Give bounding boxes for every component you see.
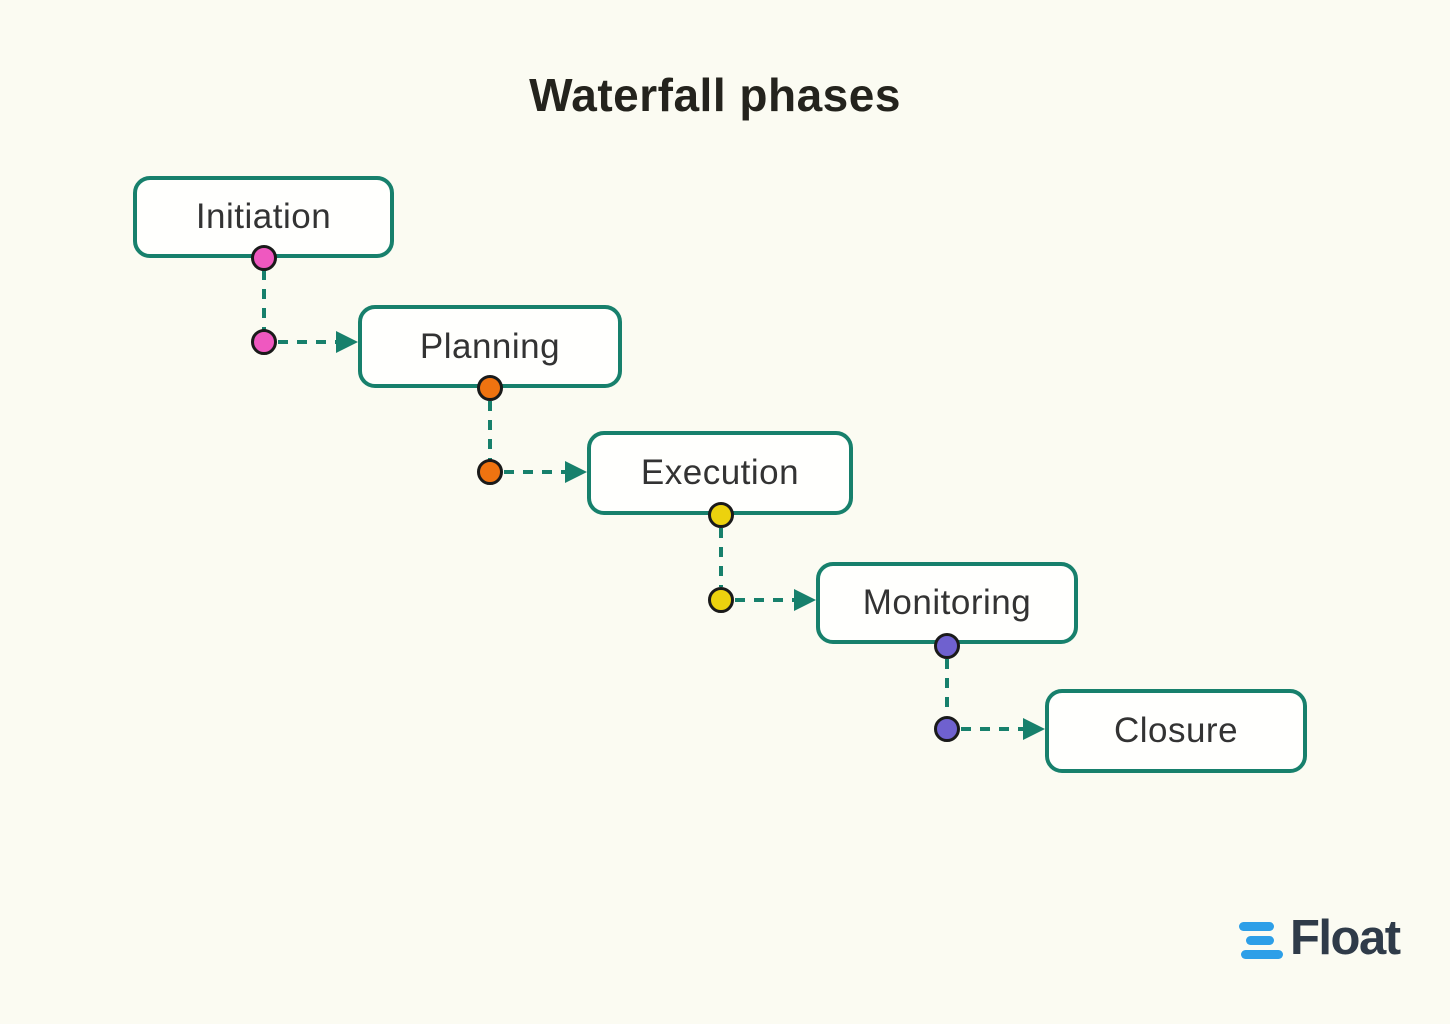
float-bars-icon bbox=[1239, 921, 1284, 969]
connector-dot-monitoring-start bbox=[934, 633, 960, 659]
connector-dot-initiation-elbow bbox=[251, 329, 277, 355]
connector-planning-execution-hline bbox=[504, 470, 565, 474]
phase-label-execution: Execution bbox=[640, 453, 800, 492]
diagram-title: Waterfall phases bbox=[529, 69, 901, 121]
phase-label-initiation: Initiation bbox=[195, 197, 332, 236]
float-bar-bottom bbox=[1241, 950, 1283, 959]
float-logo: Float bbox=[1239, 911, 1401, 969]
connector-monitoring-closure-hline bbox=[961, 727, 1023, 731]
connector-planning-execution-vline bbox=[488, 401, 492, 460]
phase-label-monitoring: Monitoring bbox=[862, 583, 1032, 622]
arrowhead-into-planning-icon bbox=[336, 331, 358, 353]
arrowhead-into-execution-icon bbox=[565, 461, 587, 483]
connector-dot-initiation-start bbox=[251, 245, 277, 271]
connector-dot-monitoring-elbow bbox=[934, 716, 960, 742]
phase-box-closure: Closure bbox=[1045, 689, 1307, 773]
connector-dot-execution-start bbox=[708, 502, 734, 528]
connector-initiation-planning-hline bbox=[278, 340, 336, 344]
float-bar-middle bbox=[1246, 936, 1274, 945]
connector-execution-monitoring-hline bbox=[735, 598, 794, 602]
phase-box-execution: Execution bbox=[587, 431, 853, 515]
connector-execution-monitoring-vline bbox=[719, 528, 723, 587]
arrowhead-into-monitoring-icon bbox=[794, 589, 816, 611]
connector-dot-planning-elbow bbox=[477, 459, 503, 485]
arrowhead-into-closure-icon bbox=[1023, 718, 1045, 740]
connector-initiation-planning-vline bbox=[262, 270, 266, 330]
phase-box-initiation: Initiation bbox=[133, 176, 394, 258]
phase-label-planning: Planning bbox=[419, 326, 561, 366]
connector-dot-planning-start bbox=[477, 375, 503, 401]
float-logo-text: Float bbox=[1290, 911, 1401, 965]
connector-dot-execution-elbow bbox=[708, 587, 734, 613]
connector-monitoring-closure-vline bbox=[945, 659, 949, 716]
phase-label-closure: Closure bbox=[1113, 711, 1239, 750]
float-bar-top bbox=[1239, 922, 1274, 931]
phase-box-monitoring: Monitoring bbox=[816, 562, 1078, 644]
